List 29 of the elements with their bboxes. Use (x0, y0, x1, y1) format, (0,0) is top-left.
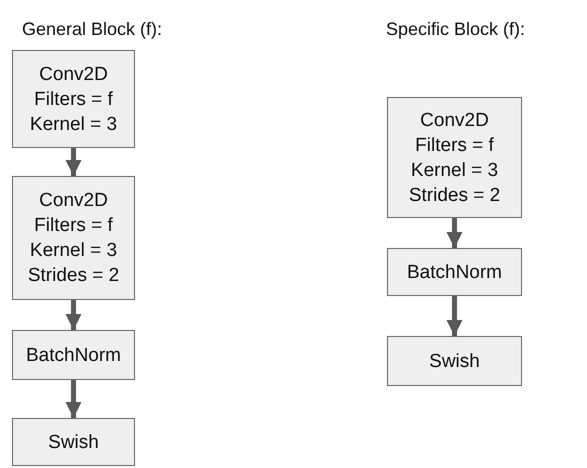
process-box (387, 97, 522, 218)
process-box (12, 418, 135, 466)
process-box (12, 176, 135, 300)
box-text: Strides = 2 (28, 264, 120, 288)
process-box (12, 330, 135, 380)
box-text: Swish (48, 430, 99, 454)
arrow (66, 148, 82, 176)
box-text: Kernel = 3 (30, 112, 118, 136)
box-text: Conv2D (39, 189, 108, 213)
box-text: Filters = f (34, 88, 113, 112)
arrow (446, 296, 462, 336)
box-text: Filters = f (415, 134, 494, 158)
box-text: Filters = f (34, 214, 113, 238)
box-text: Conv2D (420, 108, 489, 132)
box-text: BatchNorm (406, 260, 502, 284)
arrow (66, 380, 82, 418)
box-text: Kernel = 3 (30, 239, 118, 263)
arrow (66, 300, 82, 330)
box-text: Conv2D (39, 62, 108, 86)
box-text: Kernel = 3 (410, 158, 498, 182)
heading-text: Specific Block (f): (386, 18, 526, 41)
heading-text: General Block (f): (22, 18, 162, 41)
process-box (12, 50, 135, 148)
box-text: Strides = 2 (408, 184, 500, 208)
box-text: Swish (429, 350, 480, 374)
process-box (387, 336, 522, 386)
box-text: BatchNorm (26, 344, 122, 368)
arrow (446, 218, 462, 248)
process-box (387, 248, 522, 296)
